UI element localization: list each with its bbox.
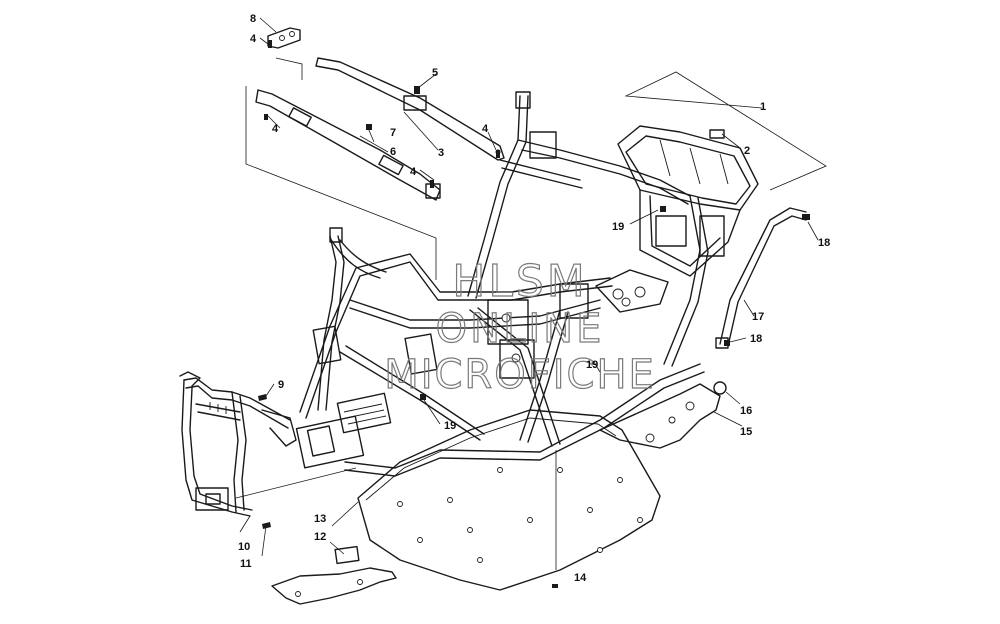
callout-4a: 4 xyxy=(250,33,257,45)
front-bumper xyxy=(179,371,297,517)
skid-plate-holes xyxy=(397,467,643,563)
callout-19a: 19 xyxy=(612,221,624,233)
callout-7: 7 xyxy=(390,127,396,139)
callout-5: 5 xyxy=(432,67,438,79)
watermark: HLSM ONLINE MICROFICHE xyxy=(384,255,656,398)
watermark-line3: MICROFICHE xyxy=(384,352,656,398)
callout-4b: 4 xyxy=(272,123,279,135)
skid-plate xyxy=(357,409,661,591)
callout-13: 13 xyxy=(314,513,326,525)
callout-9: 9 xyxy=(278,379,284,391)
callout-16: 16 xyxy=(740,405,752,417)
callout-17: 17 xyxy=(752,311,764,323)
callout-10: 10 xyxy=(238,541,250,553)
callout-3: 3 xyxy=(438,147,444,159)
callout-15: 15 xyxy=(740,426,752,438)
callout-4d: 4 xyxy=(482,123,489,135)
callout-18a: 18 xyxy=(818,237,830,249)
callout-2: 2 xyxy=(744,145,750,157)
callout-12: 12 xyxy=(314,531,326,543)
callout-11: 11 xyxy=(240,558,252,570)
watermark-line1: HLSM xyxy=(452,256,588,307)
bracket-8 xyxy=(267,27,301,49)
watermark-line2: ONLINE xyxy=(436,306,605,352)
callout-14: 14 xyxy=(574,572,587,584)
callout-labels: 1 2 3 4 4 4 4 5 6 7 8 9 10 11 12 13 14 1… xyxy=(238,13,830,584)
callout-1: 1 xyxy=(760,101,766,113)
callout-18b: 18 xyxy=(750,333,762,345)
rear-skid-plate xyxy=(599,383,721,449)
fasteners xyxy=(258,40,810,588)
rear-brace xyxy=(715,207,807,349)
callout-19b: 19 xyxy=(444,420,456,432)
callout-8: 8 xyxy=(250,13,256,25)
callout-4c: 4 xyxy=(410,166,417,178)
leader-lines xyxy=(235,17,827,570)
callout-19c: 19 xyxy=(586,359,598,371)
mount-bracket xyxy=(271,545,397,605)
callout-6: 6 xyxy=(390,146,396,158)
side-rail-upper xyxy=(315,57,505,161)
